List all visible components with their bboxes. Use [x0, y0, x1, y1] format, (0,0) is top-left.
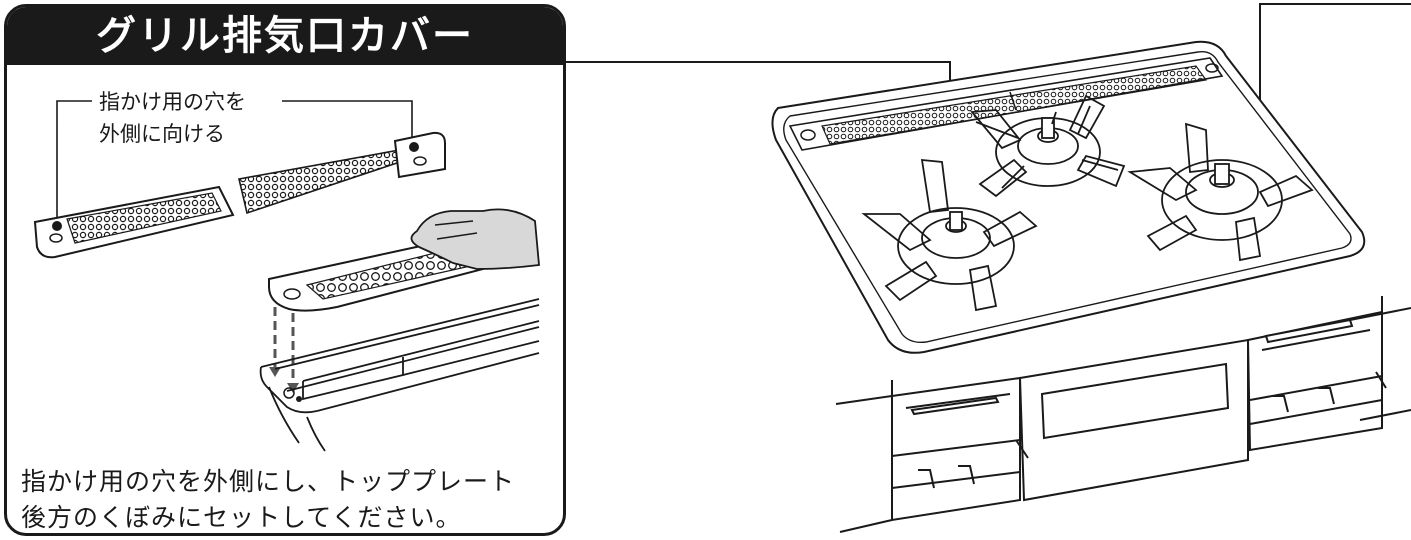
stove-top-plate — [772, 42, 1364, 353]
instruction-text-line1: 指かけ用の穴を外側にし、トッププレート — [21, 465, 515, 499]
sensor-marker-dot — [1253, 145, 1267, 159]
cover-middle-piece — [239, 149, 409, 213]
detail-panel: グリル排気口カバー — [4, 4, 566, 536]
instruction-text-line2: 後方のくぼみにセットしてください。 — [21, 501, 462, 535]
cover-left-piece — [35, 187, 233, 257]
hand-illustration — [269, 209, 539, 310]
stove-vent-strip — [790, 58, 1222, 150]
cover-illustration — [7, 7, 566, 536]
stove-front-body — [836, 296, 1411, 532]
top-plate-detail — [261, 299, 539, 451]
leader-line-vent — [566, 62, 950, 100]
burner-rear — [972, 96, 1124, 196]
callout-text-line2: 外側に向ける — [99, 119, 225, 149]
placement-arrows — [275, 307, 293, 385]
leader-line-right — [1260, 4, 1411, 148]
callout-text-line1: 指かけ用の穴を — [99, 87, 246, 117]
cover-right-plate — [395, 133, 445, 177]
vent-marker-dot — [943, 97, 957, 111]
burner-right — [1130, 124, 1312, 260]
burner-left — [864, 160, 1036, 310]
